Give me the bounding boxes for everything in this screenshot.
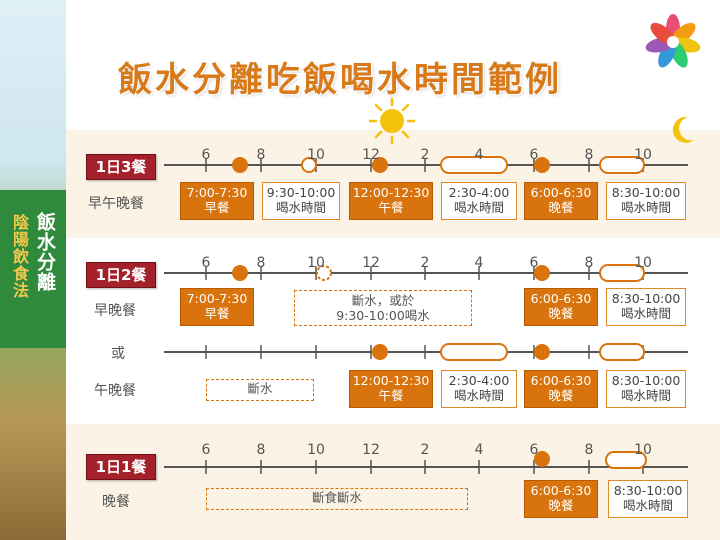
tick-label: 6 [201, 442, 211, 458]
no-water-box: 斷水 [206, 379, 314, 401]
row-label-1-meal: 晚餐 [102, 494, 130, 510]
sidebar-title: 飯水分離 [34, 212, 56, 292]
tick-label: 2 [420, 147, 430, 163]
row-label-2-meals-a: 早晚餐 [94, 303, 136, 319]
tick-label: 10 [307, 147, 325, 163]
badge-2-meals: 1日2餐 [86, 262, 156, 288]
tick-label: 8 [256, 255, 266, 271]
or-label: 或 [111, 346, 125, 362]
tick-label: 8 [584, 147, 594, 163]
tick-label: 12 [362, 442, 380, 458]
tick-label: 4 [474, 147, 484, 163]
tick-label: 2 [420, 255, 430, 271]
tick-label: 6 [529, 147, 539, 163]
tick-label: 10 [307, 255, 325, 271]
tick-label: 4 [474, 255, 484, 271]
tick-label: 6 [201, 147, 211, 163]
tick-label: 10 [307, 442, 325, 458]
tick-label: 2 [420, 442, 430, 458]
tick-label: 12 [362, 147, 380, 163]
badge-1-meal: 1日1餐 [86, 454, 156, 480]
tick-label: 8 [584, 442, 594, 458]
row-label-3-meals: 早午晚餐 [88, 196, 144, 212]
moon-icon [672, 116, 694, 143]
flower-logo-icon [645, 14, 701, 68]
sidebar-green-panel [0, 190, 66, 348]
sidebar-subtitle: 陰陽飲食法 [10, 214, 29, 299]
tick-label: 10 [634, 255, 652, 271]
tick-label: 8 [584, 255, 594, 271]
fasting-box: 斷食斷水 [206, 488, 468, 510]
tick-label: 6 [529, 255, 539, 271]
tick-label: 8 [256, 442, 266, 458]
tick-label: 12 [362, 255, 380, 271]
tick-label: 10 [634, 442, 652, 458]
tick-label: 10 [634, 147, 652, 163]
page-title: 飯水分離吃飯喝水時間範例 [118, 60, 562, 100]
sun-icon [368, 97, 416, 145]
tick-label: 4 [474, 442, 484, 458]
tick-label: 6 [529, 442, 539, 458]
tick-label: 8 [256, 147, 266, 163]
row-label-2-meals-b: 午晚餐 [94, 383, 136, 399]
badge-3-meals: 1日3餐 [86, 154, 156, 180]
tick-label: 6 [201, 255, 211, 271]
